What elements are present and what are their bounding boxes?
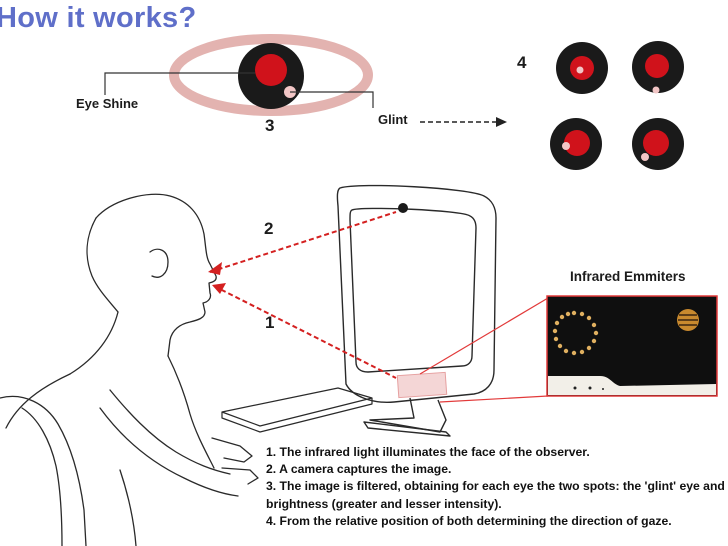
infrared-emitters-inset bbox=[546, 295, 718, 397]
head-outline bbox=[95, 193, 217, 357]
chest bbox=[167, 355, 215, 469]
glint-arrow-head bbox=[496, 117, 507, 127]
chair-back bbox=[0, 395, 87, 546]
step-4-marker: 4 bbox=[517, 53, 527, 72]
eye-outline bbox=[169, 34, 373, 116]
eye-shine-label: Eye Shine bbox=[76, 96, 139, 111]
glint-spot bbox=[641, 153, 649, 161]
hand bbox=[211, 437, 259, 485]
torso-side bbox=[119, 469, 137, 546]
infrared-emitters-label: Infrared Emmiters bbox=[570, 269, 686, 284]
shoulder-back bbox=[5, 373, 71, 429]
page-title: How it works? bbox=[0, 2, 197, 34]
monitor-stand bbox=[369, 397, 447, 433]
step-3-marker: 3 bbox=[265, 116, 275, 135]
ray-2-arrowhead bbox=[208, 262, 222, 275]
keyboard bbox=[221, 387, 373, 433]
callout-lines bbox=[419, 297, 549, 403]
steps-list: 1. The infrared light illuminates the fa… bbox=[266, 444, 728, 530]
monitor bbox=[336, 184, 497, 437]
eye-state-4 bbox=[632, 118, 684, 170]
step-item: 4. From the relative position of both de… bbox=[266, 513, 672, 528]
glint-leader-line bbox=[290, 91, 374, 108]
hair bbox=[86, 217, 119, 313]
monitor-shell bbox=[336, 184, 497, 403]
step-item: 2. A camera captures the image. bbox=[266, 462, 452, 477]
step-2-marker: 2 bbox=[264, 219, 274, 238]
eye-state-3 bbox=[550, 118, 602, 170]
monitor-base bbox=[363, 421, 451, 437]
ray-1 bbox=[213, 285, 397, 379]
arm-upper bbox=[109, 389, 231, 475]
eye-state-2 bbox=[632, 41, 684, 94]
glint-label: Glint bbox=[378, 112, 408, 127]
step-item: 1. The infrared light illuminates the fa… bbox=[266, 445, 590, 459]
observer-figure bbox=[0, 193, 259, 546]
monitor-screen bbox=[349, 207, 477, 373]
step-1-marker: 1 bbox=[265, 313, 275, 332]
ray-1-arrowhead bbox=[212, 283, 226, 294]
glint-spot bbox=[576, 66, 584, 74]
pupil bbox=[255, 54, 287, 86]
eye-state-1 bbox=[556, 42, 608, 94]
arm-lower bbox=[99, 407, 239, 497]
ray-2 bbox=[209, 211, 397, 273]
neck-back bbox=[69, 311, 119, 375]
camera bbox=[398, 203, 408, 213]
eye-shine-leader-line bbox=[104, 72, 255, 95]
emitter-chip bbox=[677, 309, 699, 331]
glint-spot bbox=[652, 86, 660, 94]
led-ring bbox=[552, 310, 599, 356]
infrared-rays bbox=[209, 211, 397, 379]
chair-edge bbox=[21, 407, 63, 546]
step-item: 3. The image is filtered, obtaining for … bbox=[266, 479, 725, 511]
infrared-emitter-area bbox=[396, 371, 448, 399]
ear bbox=[149, 248, 169, 278]
glint-spot bbox=[562, 142, 570, 150]
